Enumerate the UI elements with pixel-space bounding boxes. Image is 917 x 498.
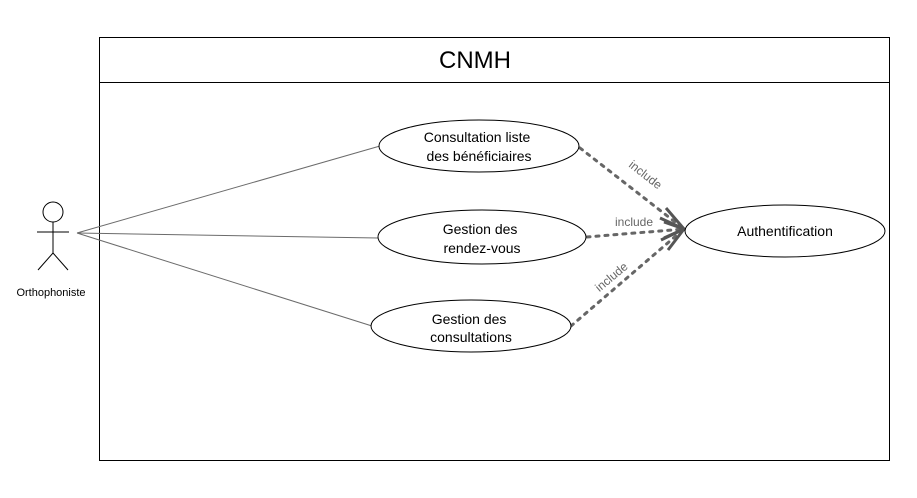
use-case-label-line: rendez-vous bbox=[443, 240, 520, 256]
actor-left-leg bbox=[37, 252, 54, 271]
use-case-label-line: des bénéficiaires bbox=[426, 148, 531, 164]
use-case-ellipse bbox=[377, 209, 587, 265]
actor-label: Orthophoniste bbox=[16, 287, 85, 299]
actor-right-leg bbox=[52, 252, 69, 271]
svg-text:Gestion des consultation: Gestion des consultations bbox=[430, 311, 512, 345]
use-case-label-line: Consultation liste bbox=[424, 129, 531, 145]
use-case-consultations: Gestion des consultations bbox=[370, 299, 572, 353]
include-line-rendez-vous bbox=[585, 227, 686, 239]
include-line-consultation-liste bbox=[578, 146, 686, 231]
actor-orthophoniste: Orthophoniste bbox=[16, 201, 86, 299]
svg-text:Gestion des rendez-vous: Gestion des rendez-vous bbox=[443, 221, 522, 256]
association-rendez-vous bbox=[76, 232, 379, 239]
include-label-rendez-vous: include bbox=[615, 215, 653, 229]
use-case-authentification: Authentification bbox=[684, 204, 886, 258]
use-case-consultation-liste: Consultation liste des bénéficiaires bbox=[378, 119, 580, 173]
use-case-rendez-vous: Gestion des rendez-vous bbox=[377, 209, 587, 265]
actor-head bbox=[42, 201, 64, 223]
association-consultations bbox=[76, 232, 373, 327]
use-case-label-line: Authentification bbox=[737, 223, 833, 239]
include-line-consultations bbox=[569, 227, 686, 328]
system-title: CNMH bbox=[439, 47, 511, 74]
use-case-label-line: Gestion des bbox=[432, 311, 507, 327]
use-case-ellipse bbox=[684, 204, 886, 258]
use-case-ellipse bbox=[370, 299, 572, 353]
svg-text:Consultation liste des b: Consultation liste des bénéficiaires bbox=[424, 129, 535, 164]
associations bbox=[76, 145, 381, 327]
use-case-label-line: Gestion des bbox=[443, 221, 518, 237]
use-case-ellipse bbox=[378, 119, 580, 173]
include-arrowhead-3 bbox=[660, 227, 686, 251]
svg-text:Authentification: Authentification bbox=[737, 223, 833, 239]
use-case-label-line: consultations bbox=[430, 329, 512, 345]
association-consultation-liste bbox=[76, 145, 381, 234]
